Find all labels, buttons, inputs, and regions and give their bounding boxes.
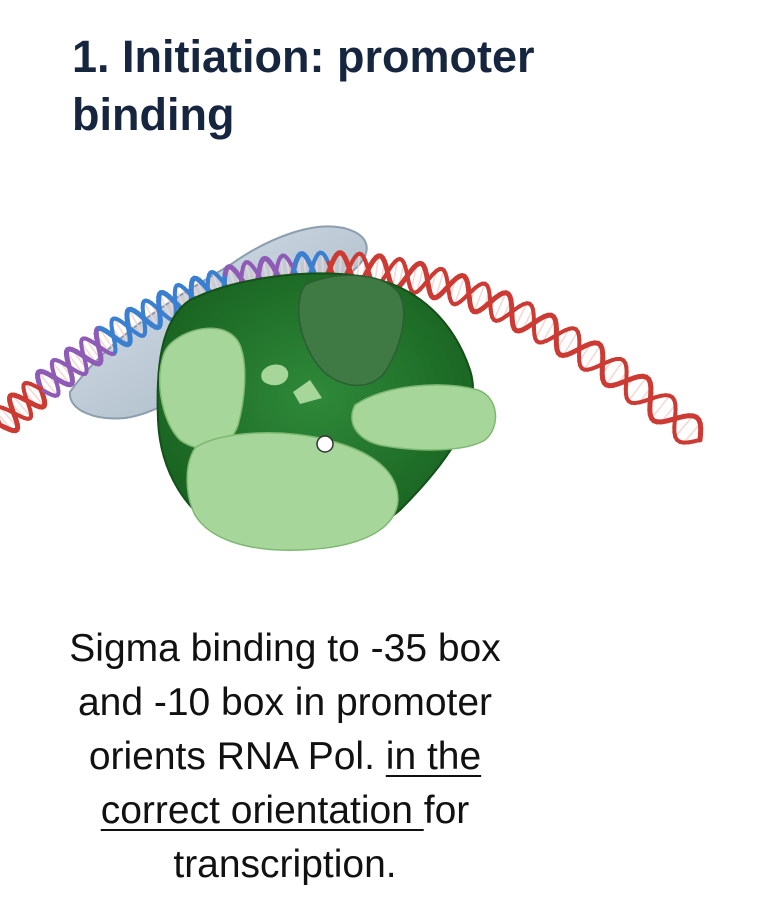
dna-strand-segment: [694, 440, 700, 441]
rna-polymerase-illustration: [0, 190, 763, 570]
caption-line-4: correct orientation for: [101, 789, 470, 832]
caption-line-4-plain: for: [424, 789, 470, 832]
active-site-marker: [317, 436, 333, 452]
caption-line-3: orients RNA Pol. in the: [89, 735, 481, 778]
title-line-2: binding: [72, 89, 234, 140]
caption-line-3-plain: orients RNA Pol.: [89, 735, 386, 778]
slide-title: 1. Initiation: promoter binding: [72, 28, 692, 144]
caption-underlined-phrase-part1: in the: [386, 735, 481, 778]
rna-polymerase: [158, 273, 496, 550]
caption-underlined-phrase-part2: correct orientation: [101, 789, 424, 832]
caption-line-1: Sigma binding to -35 box: [69, 627, 500, 670]
caption-line-5: transcription.: [173, 843, 396, 886]
caption: Sigma binding to -35 box and -10 box in …: [20, 622, 550, 892]
title-line-1: 1. Initiation: promoter: [72, 31, 535, 82]
caption-line-2: and -10 box in promoter: [78, 681, 492, 724]
